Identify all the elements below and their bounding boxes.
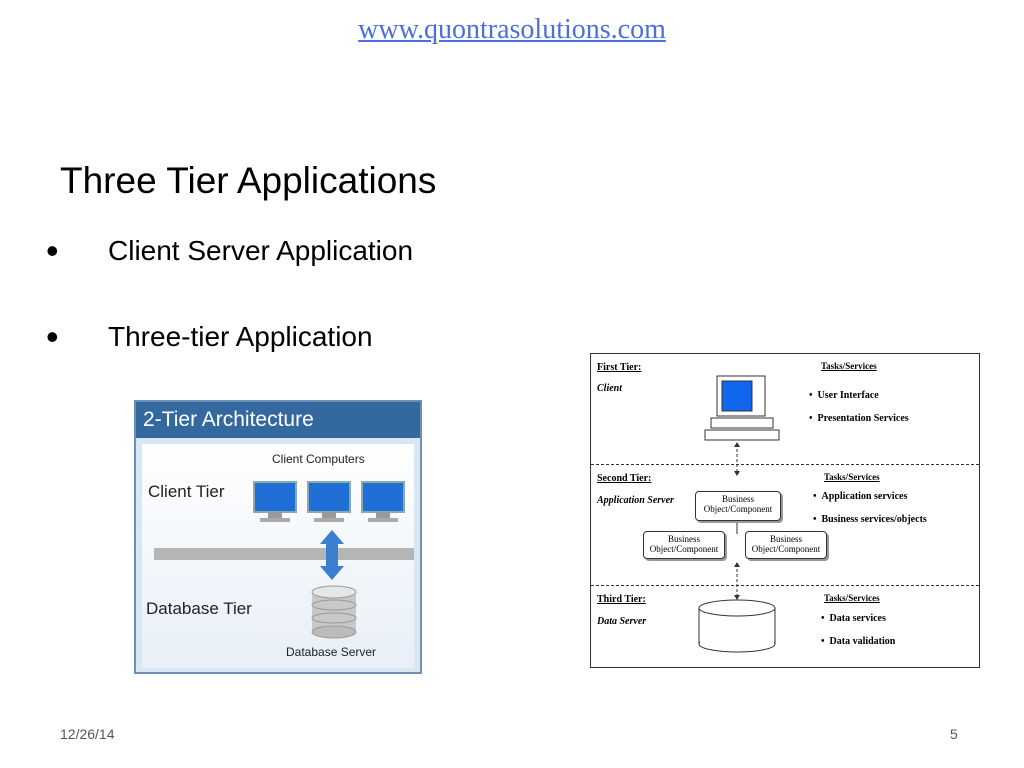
bullet-text: Three-tier Application xyxy=(108,321,373,352)
footer-date: 12/26/14 xyxy=(60,726,115,742)
tier-divider xyxy=(591,464,979,465)
tasks-services-label: Tasks/Services xyxy=(824,593,880,603)
two-tier-header: 2-Tier Architecture xyxy=(136,402,420,438)
bullet-item: • Three-tier Application xyxy=(46,316,373,358)
first-tier-label: First Tier: xyxy=(597,362,642,373)
double-arrow-icon xyxy=(320,530,344,580)
network-bar xyxy=(154,548,414,560)
service-item: • Presentation Services xyxy=(809,413,909,424)
bullet-icon: • xyxy=(46,230,59,271)
client-tier-label: Client Tier xyxy=(148,482,225,501)
bullet-text: Client Server Application xyxy=(108,235,414,266)
service-item: • Data validation xyxy=(821,636,896,647)
two-tier-body: Client Computers Client Tier xyxy=(142,444,414,668)
slide-title: Three Tier Applications xyxy=(60,160,437,201)
client-computers-label: Client Computers xyxy=(272,452,365,466)
three-tier-graphics xyxy=(698,375,780,653)
service-item: • Business services/objects xyxy=(813,514,927,525)
database-tier-label: Database Tier xyxy=(146,599,252,618)
monitor-icon xyxy=(361,481,405,522)
two-tier-diagram: 2-Tier Architecture Client Computers Cli… xyxy=(134,400,422,674)
monitor-icon xyxy=(253,481,297,522)
bullet-icon: • xyxy=(46,316,59,357)
third-tier-label: Third Tier: xyxy=(597,594,646,605)
monitor-icon xyxy=(307,481,351,522)
three-tier-diagram: First Tier: Client Tasks/Services • User… xyxy=(590,353,980,668)
service-item: • User Interface xyxy=(809,390,879,401)
client-label: Client xyxy=(597,383,623,394)
service-item: • Data services xyxy=(821,613,886,624)
app-server-label: Application Server xyxy=(597,495,674,506)
database-server-label: Database Server xyxy=(286,645,377,659)
bullet-item: • Client Server Application xyxy=(46,230,413,272)
tasks-services-label: Tasks/Services xyxy=(824,472,880,482)
second-tier-label: Second Tier: xyxy=(597,473,652,484)
page-number: 5 xyxy=(950,726,958,742)
website-link[interactable]: www.quontrasolutions.com xyxy=(358,14,666,45)
two-tier-graphics xyxy=(154,481,414,639)
database-icon xyxy=(311,585,357,639)
database-icon xyxy=(698,599,776,653)
tasks-services-label: Tasks/Services xyxy=(821,361,877,371)
data-server-label: Data Server xyxy=(597,616,647,627)
service-item: • Application services xyxy=(813,491,908,502)
tier-divider xyxy=(591,585,979,586)
computer-icon xyxy=(704,375,780,441)
